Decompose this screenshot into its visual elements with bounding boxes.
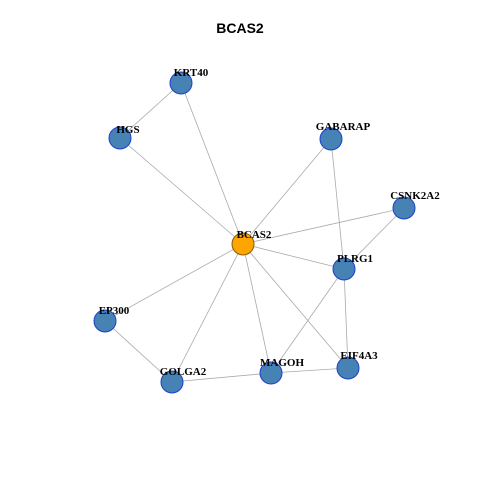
- edge-krt40-hgs: [119, 82, 182, 139]
- node-ep300[interactable]: [93, 309, 117, 333]
- node-label-plrg1: PLRG1: [337, 253, 373, 265]
- node-gabarap[interactable]: [319, 127, 343, 151]
- node-magoh[interactable]: [259, 361, 283, 385]
- node-hgs[interactable]: [108, 126, 132, 150]
- edge-bcas2-magoh: [242, 243, 272, 374]
- node-label-eif4a3: EIF4A3: [340, 350, 378, 362]
- edge-csnk2a2-bcas2: [242, 207, 405, 245]
- edge-plrg1-magoh: [270, 268, 345, 374]
- edge-ep300-golga2: [104, 320, 173, 383]
- edge-golga2-magoh: [171, 372, 272, 383]
- node-label-golga2: GOLGA2: [160, 366, 207, 378]
- edge-magoh-eif4a3: [270, 367, 349, 374]
- graph-title: BCAS2: [216, 20, 264, 36]
- node-krt40[interactable]: [169, 71, 193, 95]
- node-golga2[interactable]: [160, 370, 184, 394]
- node-eif4a3[interactable]: [336, 356, 360, 380]
- edge-bcas2-golga2: [171, 243, 244, 383]
- edge-gabarap-bcas2: [242, 138, 332, 245]
- node-label-hgs: HGS: [116, 124, 139, 136]
- node-label-magoh: MAGOH: [260, 357, 304, 369]
- node-label-ep300: EP300: [99, 305, 130, 317]
- nodes-layer: [93, 71, 416, 394]
- node-bcas2[interactable]: [231, 232, 255, 256]
- edge-bcas2-plrg1: [242, 243, 345, 270]
- edges-layer: [104, 82, 405, 383]
- node-label-gabarap: GABARAP: [316, 121, 371, 133]
- node-label-krt40: KRT40: [174, 67, 209, 79]
- edge-hgs-bcas2: [119, 137, 244, 245]
- edge-csnk2a2-plrg1: [343, 207, 405, 270]
- edge-bcas2-ep300: [104, 243, 244, 322]
- node-plrg1[interactable]: [332, 257, 356, 281]
- node-label-csnk2a2: CSNK2A2: [390, 190, 440, 202]
- node-label-bcas2: BCAS2: [237, 229, 272, 241]
- node-csnk2a2[interactable]: [392, 196, 416, 220]
- edge-bcas2-eif4a3: [242, 243, 349, 369]
- edge-plrg1-eif4a3: [343, 268, 349, 369]
- edge-krt40-bcas2: [180, 82, 244, 245]
- edge-gabarap-plrg1: [330, 138, 345, 270]
